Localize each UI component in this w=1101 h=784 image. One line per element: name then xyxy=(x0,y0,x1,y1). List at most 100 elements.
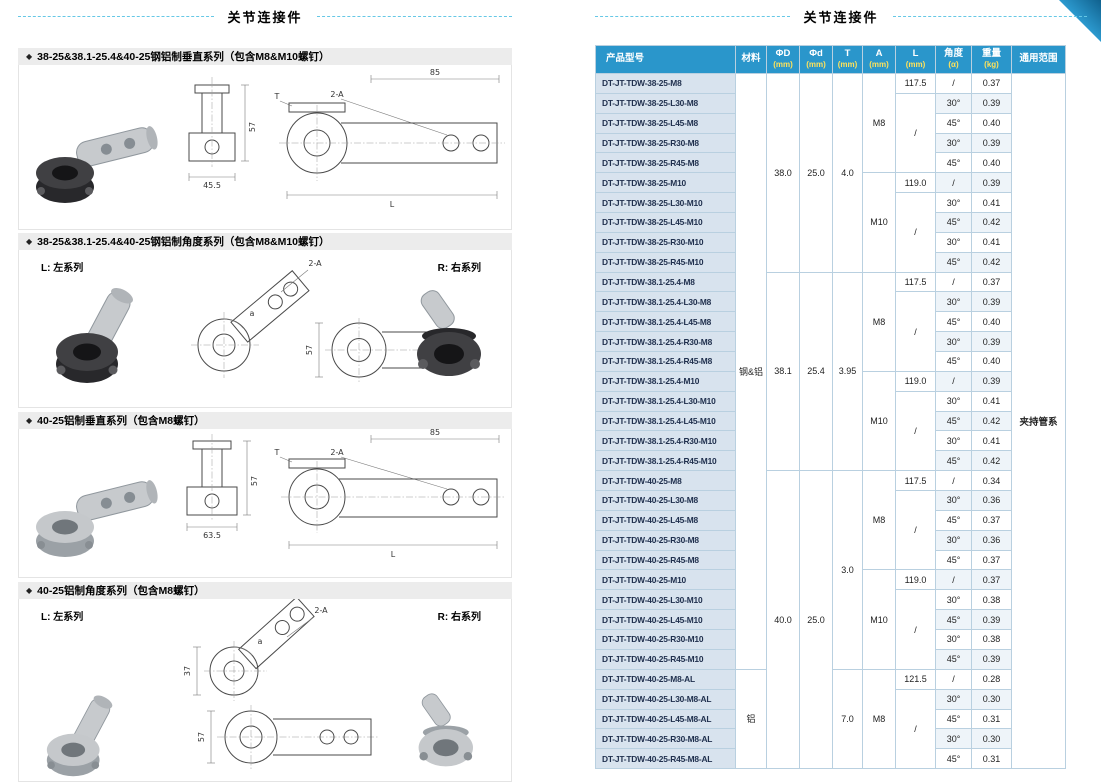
section-drawing-area: L: 左系列 R: 右系列 xyxy=(18,250,512,408)
column-header: A(mm) xyxy=(862,45,896,74)
dim-plate: T xyxy=(274,92,280,101)
weight-cell: 0.41 xyxy=(971,192,1012,214)
product-model-cell: DT-JT-TDW-38.1-25.4-M8 xyxy=(595,271,736,293)
weight-cell: 0.38 xyxy=(971,629,1012,650)
angle-cell: 45° xyxy=(935,152,972,174)
product-photo-right xyxy=(417,290,481,376)
weight-cell: 0.31 xyxy=(971,748,1012,770)
thickness-cell: 3.0 xyxy=(832,470,863,670)
weight-cell: 0.39 xyxy=(971,92,1012,114)
dim-plate: T xyxy=(274,448,280,457)
column-header: Φd(mm) xyxy=(799,45,833,74)
dim-side: 37 xyxy=(183,666,192,676)
product-model-cell: DT-JT-TDW-38.1-25.4-L30-M8 xyxy=(595,291,736,313)
dim-angle: a xyxy=(258,637,263,646)
section-steel-angle-series: ◆ 38-25&38.1-25.4&40-25钢铝制角度系列（包含M8&M10螺… xyxy=(18,233,512,408)
angle-cell: / xyxy=(935,73,972,94)
weight-cell: 0.42 xyxy=(971,251,1012,273)
thickness-cell: 4.0 xyxy=(832,73,863,273)
weight-cell: 0.40 xyxy=(971,311,1012,333)
product-model-cell: DT-JT-TDW-40-25-M8 xyxy=(595,470,736,492)
product-model-cell: DT-JT-TDW-40-25-M10 xyxy=(595,569,736,591)
dim-angle: a xyxy=(250,309,255,318)
column-header: L(mm) xyxy=(895,45,936,74)
weight-cell: 0.42 xyxy=(971,450,1012,472)
product-photo-left xyxy=(56,287,133,383)
product-model-cell: DT-JT-TDW-40-25-L45-M8-AL xyxy=(595,708,736,730)
product-model-cell: DT-JT-TDW-40-25-L30-M8 xyxy=(595,490,736,511)
product-model-cell: DT-JT-TDW-38-25-L45-M8 xyxy=(595,112,736,134)
dim-length: L xyxy=(391,550,396,559)
product-model-cell: DT-JT-TDW-38-25-L45-M10 xyxy=(595,212,736,233)
weight-cell: 0.39 xyxy=(971,609,1012,631)
angle-cell: 30° xyxy=(935,430,972,452)
application-range-cell: 夹持管系 xyxy=(1011,72,1066,770)
angle-cell: 45° xyxy=(935,748,972,770)
section-alu-vertical-series: ◆ 40-25铝制垂直系列（包含M8螺钉） xyxy=(18,412,512,578)
weight-cell: 0.31 xyxy=(971,708,1012,730)
product-model-cell: DT-JT-TDW-38.1-25.4-R45-M10 xyxy=(595,450,736,472)
product-model-cell: DT-JT-TDW-38.1-25.4-R30-M10 xyxy=(595,430,736,452)
header-dashed-rule xyxy=(18,16,214,17)
angle-cell: 45° xyxy=(935,609,972,631)
product-model-cell: DT-JT-TDW-38.1-25.4-L45-M10 xyxy=(595,410,736,432)
right-series-label: R: 右系列 xyxy=(437,612,481,623)
angle-cell: / xyxy=(935,172,972,194)
column-header: 产品型号 xyxy=(595,45,736,74)
angle-cell: / xyxy=(935,668,972,690)
section-title-bar: ◆ 40-25铝制垂直系列（包含M8螺钉） xyxy=(18,412,512,429)
product-model-cell: DT-JT-TDW-38.1-25.4-R30-M8 xyxy=(595,331,736,353)
screw-size-cell: M8 xyxy=(862,470,896,571)
angle-cell: / xyxy=(935,470,972,492)
technical-drawing: 45.5 57 85 2-A T xyxy=(188,68,505,209)
product-model-cell: DT-JT-TDW-40-25-R30-M10 xyxy=(595,629,736,650)
angle-cell: 30° xyxy=(935,231,972,253)
weight-cell: 0.42 xyxy=(971,410,1012,432)
product-model-cell: DT-JT-TDW-38-25-L30-M10 xyxy=(595,192,736,214)
column-header: 角度(α) xyxy=(935,45,972,74)
weight-cell: 0.39 xyxy=(971,132,1012,154)
angle-cell: 30° xyxy=(935,92,972,114)
product-model-cell: DT-JT-TDW-38-25-L30-M8 xyxy=(595,92,736,114)
header-dashed-rule xyxy=(316,16,513,17)
weight-cell: 0.41 xyxy=(971,231,1012,253)
weight-cell: 0.28 xyxy=(971,668,1012,690)
section-steel-vertical-series: ◆ 38-25&38.1-25.4&40-25钢铝制垂直系列（包含M8&M10螺… xyxy=(18,48,512,230)
weight-cell: 0.41 xyxy=(971,390,1012,412)
product-model-cell: DT-JT-TDW-40-25-L45-M8 xyxy=(595,509,736,531)
weight-cell: 0.40 xyxy=(971,351,1012,372)
table-row: DT-JT-TDW-40-25-L30-M8/30°0.36 xyxy=(595,490,1066,571)
dim-top-width: 85 xyxy=(430,68,440,77)
angle-cell: 45° xyxy=(935,112,972,134)
phi-d-cell: 38.1 xyxy=(766,271,800,472)
angle-cell: 30° xyxy=(935,331,972,353)
product-model-cell: DT-JT-TDW-40-25-M8-AL xyxy=(595,668,736,690)
weight-cell: 0.37 xyxy=(971,549,1012,571)
length-cell: 117.5 xyxy=(895,470,936,492)
thickness-cell: 3.95 xyxy=(832,271,863,472)
weight-cell: 0.37 xyxy=(971,271,1012,293)
weight-cell: 0.36 xyxy=(971,490,1012,511)
weight-cell: 0.39 xyxy=(971,648,1012,670)
angle-cell: 45° xyxy=(935,212,972,233)
weight-cell: 0.36 xyxy=(971,529,1012,551)
dim-height: 57 xyxy=(305,345,314,355)
angle-cell: / xyxy=(935,569,972,591)
weight-cell: 0.40 xyxy=(971,112,1012,134)
angle-cell: 45° xyxy=(935,549,972,571)
section-drawing-area: 63.5 57 85 2-A T xyxy=(18,429,512,578)
